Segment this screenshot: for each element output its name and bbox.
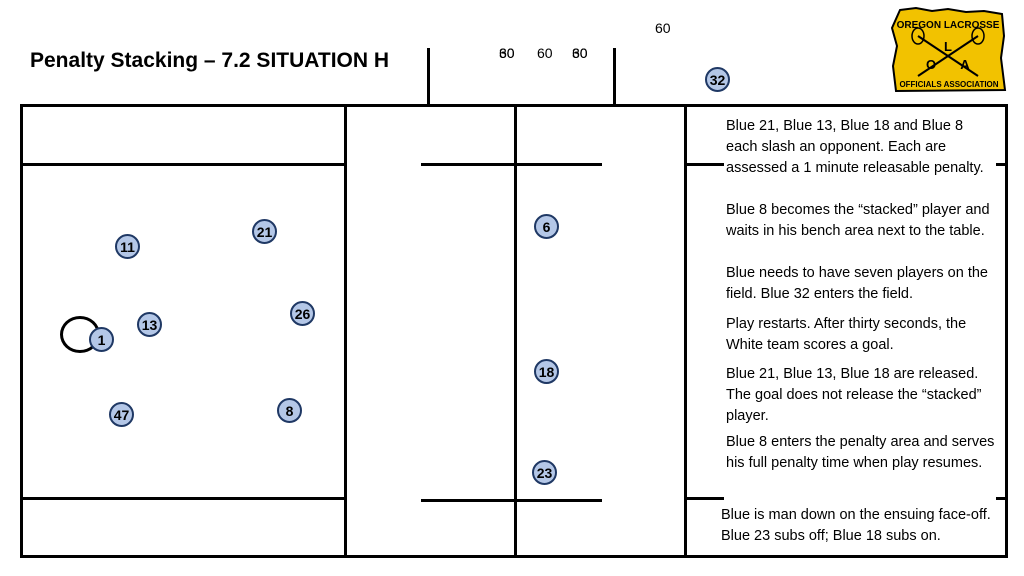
player-18[interactable]: 18 [534, 359, 559, 384]
wing-line-bottom [421, 499, 602, 502]
logo-letter-l: L [944, 39, 952, 54]
note-5: Blue 21, Blue 13, Blue 18 are released. … [726, 366, 982, 424]
player-11[interactable]: 11 [115, 234, 140, 259]
sideline-bottom-left [20, 497, 347, 500]
timer-right-overlap: 60 [572, 45, 588, 61]
logo-letter-o: O [926, 57, 936, 72]
player-23[interactable]: 23 [532, 460, 557, 485]
timer-top: 60 [655, 20, 671, 36]
bench-divider-left [427, 48, 430, 104]
field-left-line [20, 104, 23, 558]
restraining-line-right [684, 104, 687, 558]
note-3: Blue needs to have seven players on the … [726, 265, 988, 302]
timer-right: 30 [572, 45, 588, 61]
note-2: Blue 8 becomes the “stacked” player and … [726, 202, 990, 239]
note-4: Play restarts. After thirty seconds, the… [726, 316, 967, 353]
oregon-lacrosse-officials-logo: OREGON LACROSSE L O A OFFICIALS ASSOCIAT… [890, 6, 1007, 93]
restraining-line-left [344, 104, 347, 558]
sideline-bottom-right-end [996, 497, 1008, 500]
wing-line-top [421, 163, 602, 166]
sideline-top-right-end [996, 163, 1008, 166]
note-7: Blue is man down on the ensuing face-off… [721, 507, 991, 544]
player-32[interactable]: 32 [705, 67, 730, 92]
sideline-top-right [684, 163, 724, 166]
player-8[interactable]: 8 [277, 398, 302, 423]
page-title: Penalty Stacking – 7.2 SITUATION H [30, 49, 390, 72]
player-47[interactable]: 47 [109, 402, 134, 427]
player-6[interactable]: 6 [534, 214, 559, 239]
center-line [514, 104, 517, 558]
note-1: Blue 21, Blue 13, Blue 18 and Blue 8 eac… [726, 118, 984, 176]
logo-letter-a: A [960, 57, 970, 72]
player-21[interactable]: 21 [252, 219, 277, 244]
field-right-line [1005, 104, 1008, 558]
sideline-bottom-right [684, 497, 724, 500]
player-26[interactable]: 26 [290, 301, 315, 326]
player-1[interactable]: 1 [89, 327, 114, 352]
timer-left-overlap: 60 [499, 45, 515, 61]
sideline-top-left [20, 163, 347, 166]
player-13[interactable]: 13 [137, 312, 162, 337]
bench-divider-right [613, 48, 616, 104]
timer-left: 30 [499, 45, 515, 61]
timer-middle: 60 [537, 45, 553, 61]
logo-bottom-text: OFFICIALS ASSOCIATION [899, 80, 998, 89]
note-6: Blue 8 enters the penalty area and serve… [726, 434, 995, 471]
logo-top-text: OREGON LACROSSE [897, 20, 1000, 31]
